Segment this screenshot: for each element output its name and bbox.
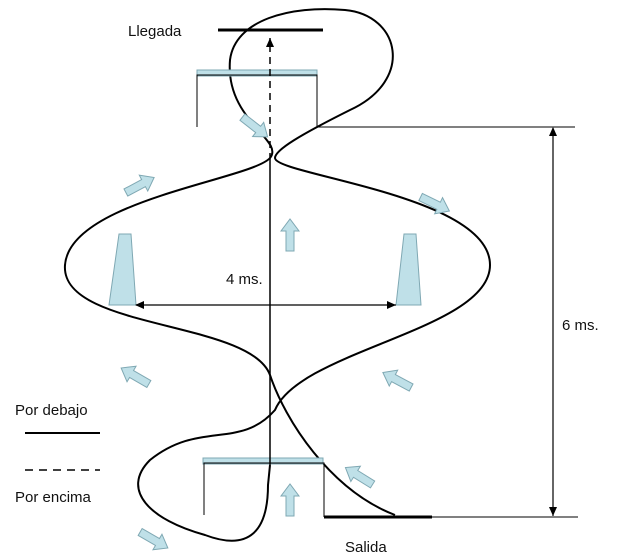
departure-label: Salida [345, 539, 387, 555]
bottom-gate-frame [203, 462, 325, 517]
flow-arrow-near-gate [340, 459, 378, 493]
route-curve [63, 8, 492, 542]
bottom-gate-roof [202, 457, 324, 465]
top-gate-frame [196, 74, 575, 128]
flow-arrow-lower-right [378, 364, 416, 396]
flow-arrow-top-center [236, 109, 274, 145]
flow-arrow-center-up [280, 218, 300, 252]
right-cone [395, 233, 422, 306]
left-cone [108, 233, 137, 306]
width-dimension-label: 4 ms. [226, 271, 263, 288]
height-dimension-label: 6 ms. [562, 317, 599, 334]
flow-arrow-lower-left [116, 359, 154, 393]
arrival-label: Llegada [128, 23, 182, 40]
legend-under-label: Por debajo [15, 402, 88, 419]
flow-arrow-top-left [121, 169, 159, 201]
legend-over-label: Por encima [15, 489, 92, 506]
flow-arrow-bottom-up [280, 483, 300, 517]
top-gate-roof [196, 69, 318, 77]
flow-arrow-bottom-left [135, 523, 173, 555]
